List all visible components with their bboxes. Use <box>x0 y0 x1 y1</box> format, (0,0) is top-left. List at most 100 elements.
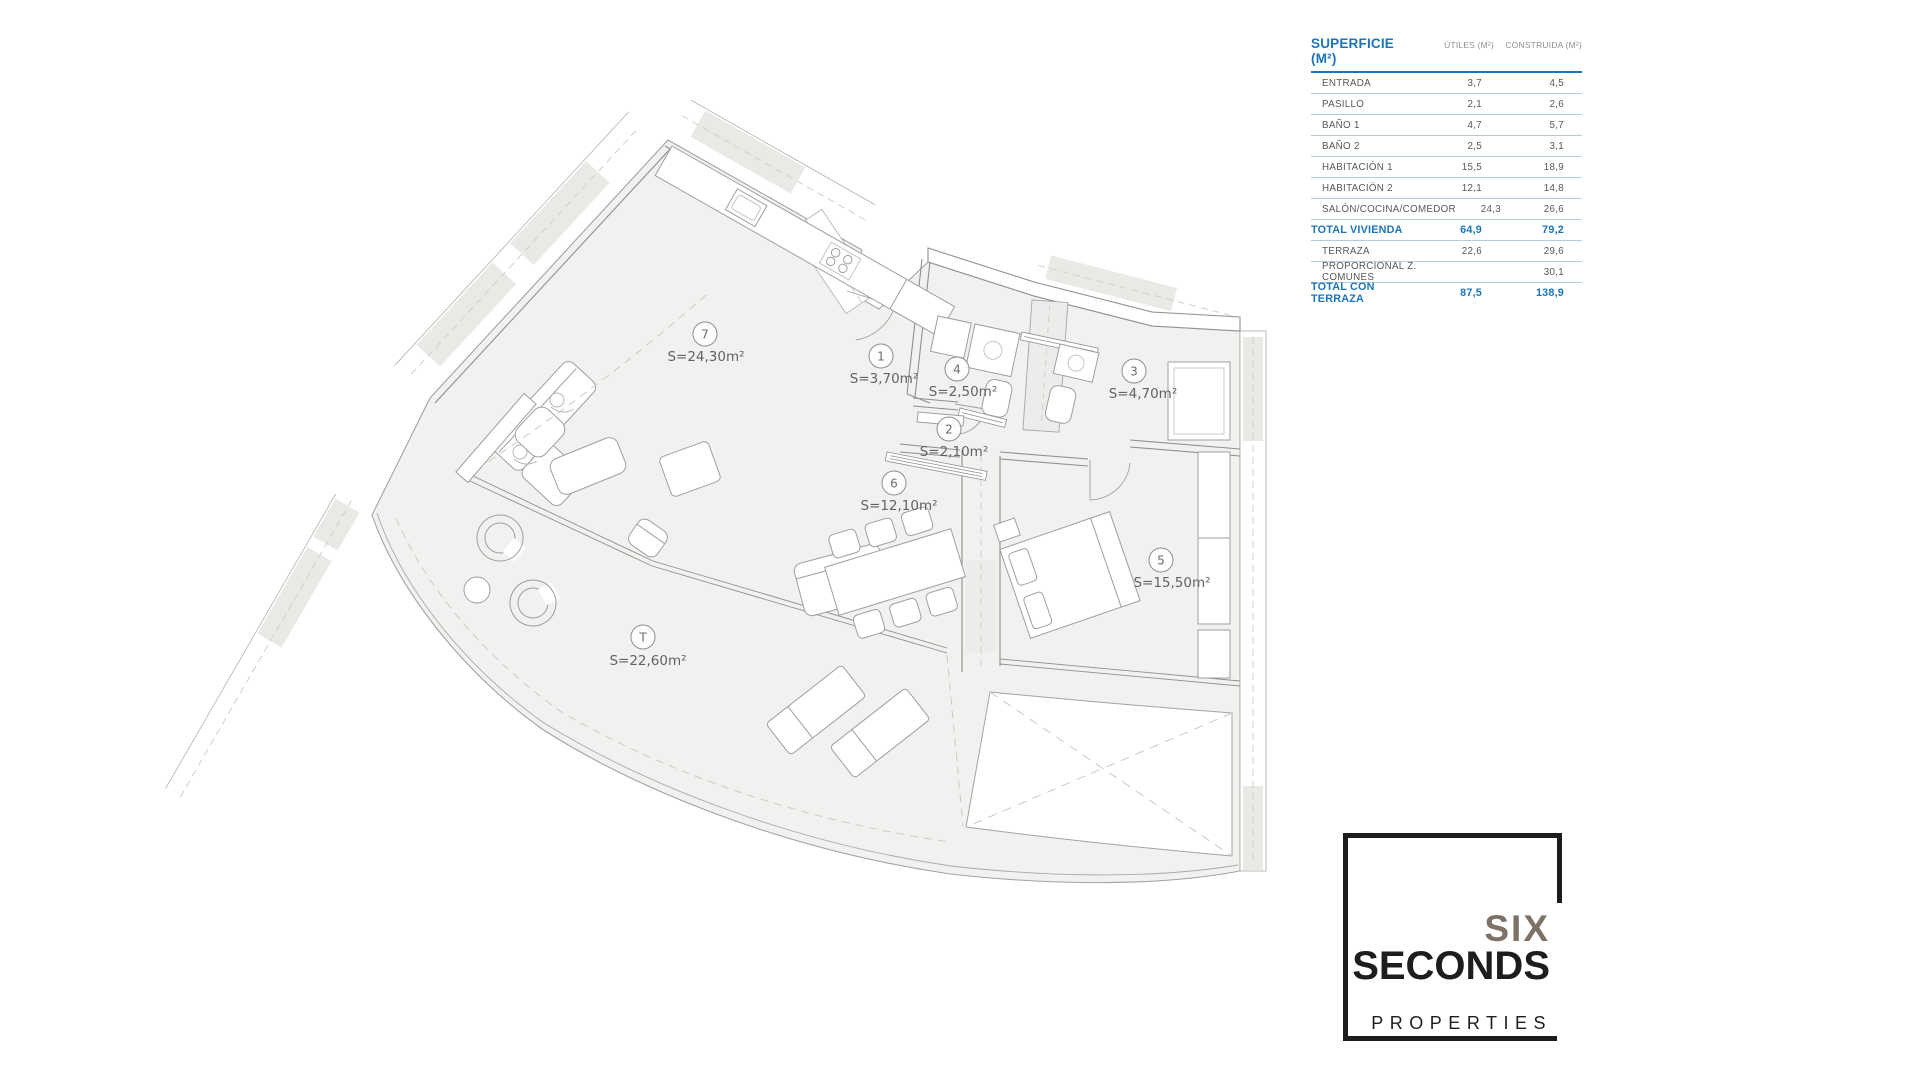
hob-icon <box>818 241 862 281</box>
toilet-icon <box>981 378 1013 418</box>
kitchen-counter <box>654 145 956 337</box>
row-label: SALÓN/COCINA/COMEDOR <box>1322 203 1456 215</box>
room-label-2: 2 S=2,10m² <box>920 416 989 460</box>
window-band-north-east <box>1038 255 1237 318</box>
row-construida: 14,8 <box>1543 182 1564 194</box>
inner-band <box>966 455 996 668</box>
bathroom2-fixtures <box>929 315 1021 418</box>
table-row: PROPORCIONAL Z. COMUNES 30,1 <box>1311 261 1582 283</box>
row-construida: 2,6 <box>1549 98 1564 110</box>
room-label-5: 5 S=15,50m² <box>1133 547 1211 591</box>
svg-text:S=15,50m²: S=15,50m² <box>1133 575 1210 591</box>
svg-text:S=2,50m²: S=2,50m² <box>929 384 998 400</box>
dashed-guides <box>395 294 964 843</box>
table-row: BAÑO 1 4,7 5,7 <box>1311 115 1582 136</box>
right-window-band <box>1239 330 1267 872</box>
table-row: PASILLO 2,1 2,6 <box>1311 94 1582 115</box>
table-row-total-vivienda: TOTAL VIVIENDA 64,9 79,2 <box>1311 220 1582 241</box>
table-row: BAÑO 2 2,5 3,1 <box>1311 136 1582 157</box>
row-utiles: 2,5 <box>1467 140 1482 152</box>
room-label-7: 7 S=24,30m² <box>667 321 745 365</box>
row-construida: 138,9 <box>1535 287 1564 299</box>
terrace-side-chair <box>628 518 668 558</box>
column-header-utiles: ÚTILES (M²) <box>1444 40 1494 50</box>
row-utiles: 2,1 <box>1467 98 1482 110</box>
row-utiles: 22,6 <box>1461 245 1482 257</box>
surface-table: SUPERFICIE (M²) ÚTILES (M²) CONSTRUIDA (… <box>1311 36 1582 305</box>
svg-text:7: 7 <box>701 328 709 342</box>
svg-text:S=4,70m²: S=4,70m² <box>1109 386 1178 402</box>
window-band-top <box>681 99 876 221</box>
row-label: TOTAL VIVIENDA <box>1311 224 1403 236</box>
terrace-table <box>463 576 491 604</box>
table-row-total-terraza: TOTAL CON TERRAZA 87,5 138,9 <box>1311 281 1582 305</box>
window-band-upper-left <box>394 111 639 375</box>
armchair <box>514 406 566 458</box>
table-row: HABITACIÓN 2 12,1 14,8 <box>1311 178 1582 199</box>
sun-lounger <box>766 665 866 755</box>
terrace-chair <box>509 579 561 627</box>
row-utiles: 3,7 <box>1467 77 1482 89</box>
svg-text:1: 1 <box>877 350 885 364</box>
logo-word-six: SIX <box>1484 908 1550 949</box>
row-label: BAÑO 1 <box>1322 119 1360 131</box>
row-construida: 29,6 <box>1543 245 1564 257</box>
row-utiles: 87,5 <box>1460 287 1482 299</box>
svg-text:S=12,10m²: S=12,10m² <box>860 498 937 514</box>
row-label: ENTRADA <box>1322 77 1371 89</box>
bed <box>992 511 1141 639</box>
room-labels: 7 S=24,30m² 1 S=3,70m² 4 S=2,50m² 3 S=4,… <box>609 321 1211 669</box>
row-label: HABITACIÓN 2 <box>1322 182 1393 194</box>
svg-text:2: 2 <box>945 423 953 437</box>
room-label-1: 1 S=3,70m² <box>850 343 919 387</box>
column-header-construida: CONSTRUIDA (M²) <box>1505 40 1582 50</box>
bathroom1-fixtures <box>1044 343 1231 441</box>
row-utiles: 64,9 <box>1460 224 1482 236</box>
row-label: PASILLO <box>1322 98 1365 110</box>
table-row: HABITACIÓN 1 15,5 18,9 <box>1311 157 1582 178</box>
svg-text:S=2,10m²: S=2,10m² <box>920 444 989 460</box>
svg-text:5: 5 <box>1157 554 1165 568</box>
row-construida: 18,9 <box>1543 161 1564 173</box>
room-label-6: 6 S=12,10m² <box>860 470 938 514</box>
window-band-neighbour <box>165 493 360 798</box>
row-label: HABITACIÓN 1 <box>1322 161 1393 173</box>
room-label-4: 4 S=2,50m² <box>929 356 998 400</box>
svg-text:3: 3 <box>1130 365 1138 379</box>
coffee-table <box>549 437 627 495</box>
svg-text:S=24,30m²: S=24,30m² <box>667 349 744 365</box>
svg-text:4: 4 <box>953 363 961 377</box>
six-seconds-logo: SIX SECONDS PROPERTIES <box>1343 833 1562 1041</box>
room-label-terrace: T S=22,60m² <box>609 624 687 669</box>
row-construida: 4,5 <box>1549 77 1564 89</box>
table-row: ENTRADA 3,7 4,5 <box>1311 73 1582 94</box>
row-label: TERRAZA <box>1322 245 1370 257</box>
row-construida: 79,2 <box>1542 224 1564 236</box>
shower <box>1167 361 1231 441</box>
row-label: BAÑO 2 <box>1322 140 1360 152</box>
row-label: TOTAL CON TERRAZA <box>1311 281 1375 305</box>
row-utiles: 24,3 <box>1480 203 1502 215</box>
logo-word-seconds: SECONDS <box>1352 944 1550 988</box>
row-label: PROPORCIONAL Z. COMUNES <box>1322 261 1417 283</box>
row-utiles: 15,5 <box>1461 161 1482 173</box>
row-construida: 5,7 <box>1549 119 1564 131</box>
row-utiles: 4,7 <box>1467 119 1482 131</box>
svg-text:6: 6 <box>890 477 898 491</box>
row-construida: 3,1 <box>1549 140 1564 152</box>
sun-lounger <box>830 688 930 778</box>
svg-text:T: T <box>638 631 647 645</box>
row-construida: 30,1 <box>1543 266 1564 278</box>
wardrobe <box>1197 451 1231 679</box>
svg-text:S=3,70m²: S=3,70m² <box>850 371 919 387</box>
terrace-chair <box>476 514 526 562</box>
logo-word-properties: PROPERTIES <box>1371 1013 1552 1033</box>
svg-text:S=22,60m²: S=22,60m² <box>609 653 686 669</box>
surface-table-header: SUPERFICIE (M²) ÚTILES (M²) CONSTRUIDA (… <box>1311 36 1582 73</box>
row-construida: 26,6 <box>1543 203 1564 215</box>
void-patio <box>965 691 1233 857</box>
table-title: SUPERFICIE (M²) <box>1311 36 1395 66</box>
room-label-3: 3 S=4,70m² <box>1109 358 1178 402</box>
toilet-icon <box>1044 385 1077 424</box>
